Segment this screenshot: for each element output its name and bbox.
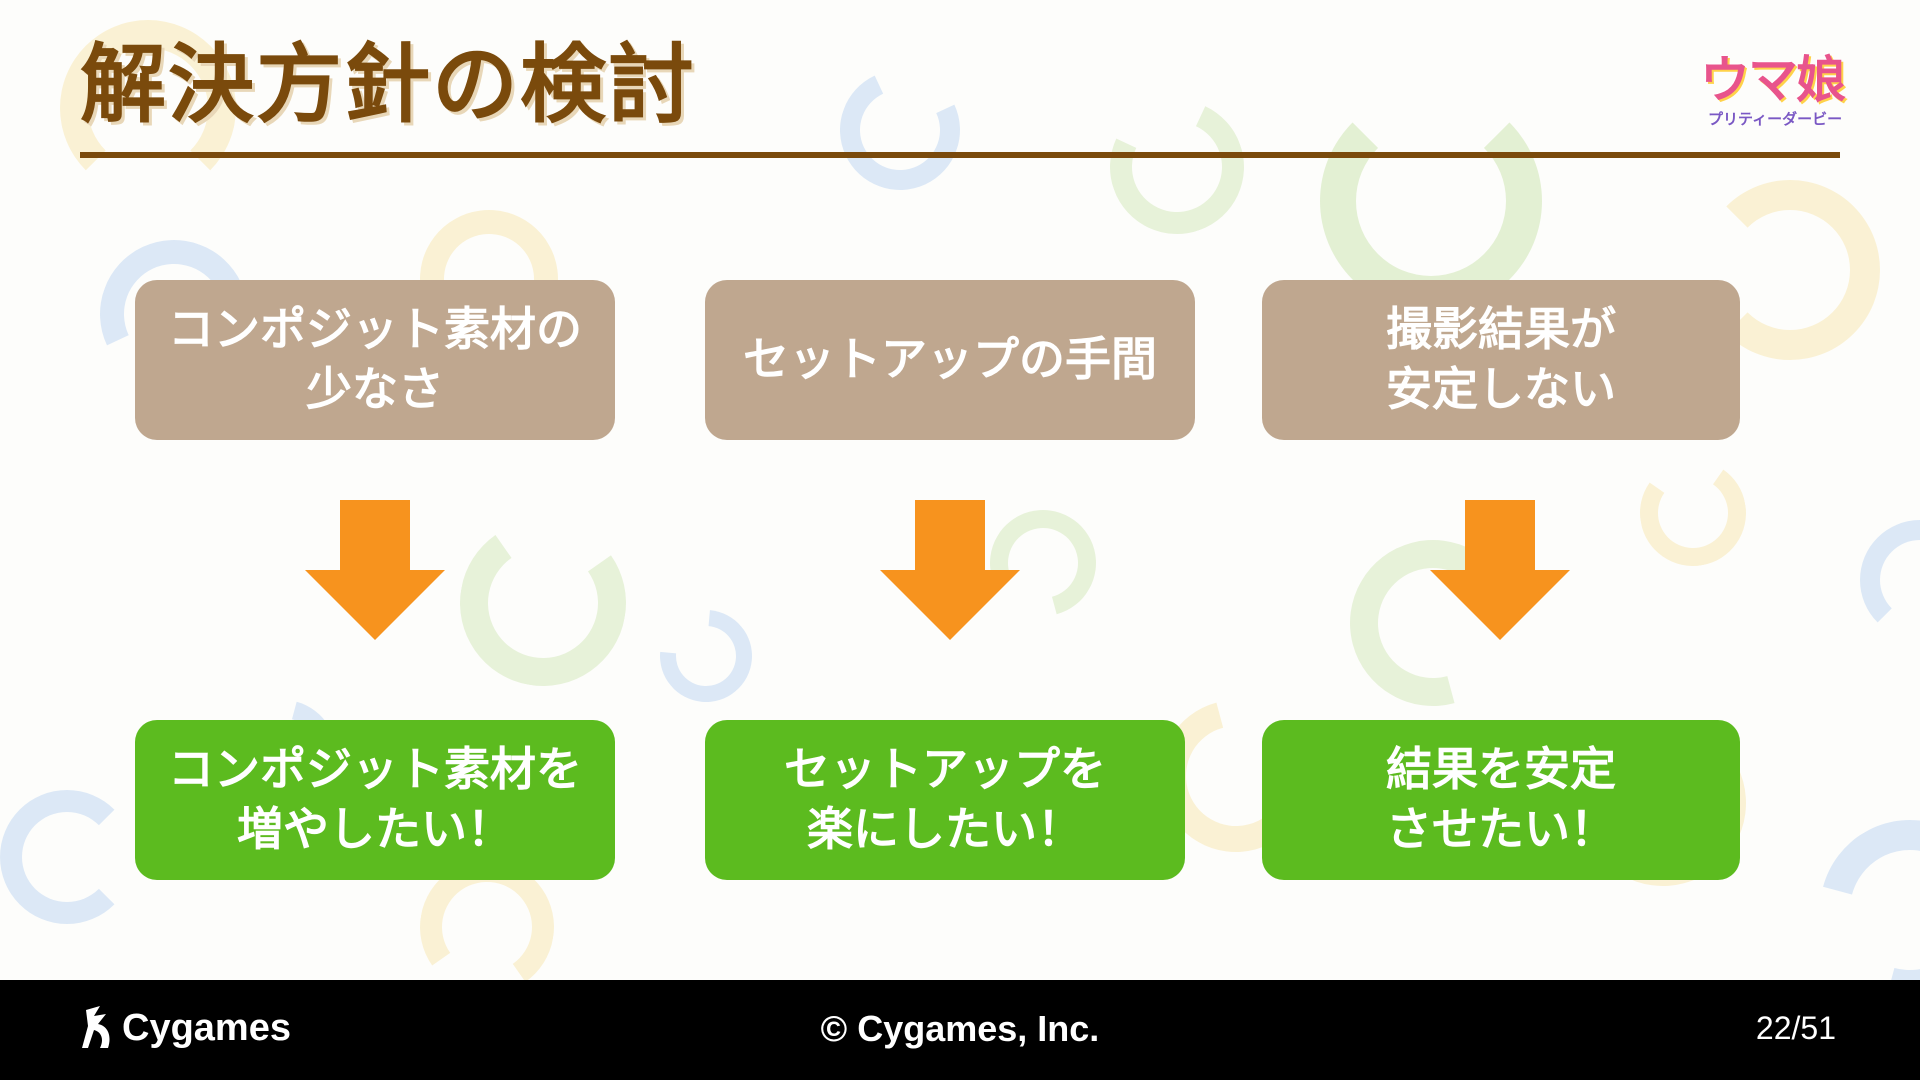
- horseshoe-decoration: [0, 790, 134, 924]
- page-number: 22/51: [1755, 1010, 1836, 1046]
- cygames-logo-icon: [82, 1006, 110, 1048]
- horseshoe-decoration: [641, 591, 771, 721]
- logo-text: ウマ娘: [1700, 51, 1846, 109]
- footer-bar: Cygames © Cygames, Inc. 22/51: [0, 980, 1920, 1080]
- goal-box-composite: コンポジット素材を 増やしたい！: [135, 720, 615, 880]
- logo-subtitle: プリティーダービー: [1708, 110, 1843, 128]
- problem-box-composite: コンポジット素材の 少なさ: [135, 280, 615, 440]
- down-arrow-icon: [1430, 500, 1570, 640]
- umamusume-logo: ウマ娘 プリティーダービー: [1700, 40, 1850, 140]
- horseshoe-decoration: [1320, 90, 1542, 312]
- problem-box-setup: セットアップの手間: [705, 280, 1195, 440]
- horseshoe-decoration: [823, 53, 977, 207]
- problem-box-stability: 撮影結果が 安定しない: [1262, 280, 1740, 440]
- page-title: 解決方針の検討: [80, 35, 696, 135]
- footer-brand: Cygames: [80, 1006, 291, 1050]
- horseshoe-decoration: [1091, 81, 1263, 253]
- horseshoe-decoration: [1860, 520, 1920, 640]
- horseshoe-decoration: [446, 506, 640, 700]
- copyright-text: © Cygames, Inc.: [820, 1008, 1100, 1049]
- brand-name: Cygames: [122, 1006, 291, 1049]
- goal-box-setup: セットアップを 楽にしたい！: [705, 720, 1185, 880]
- title-underline: [80, 152, 1840, 158]
- goal-box-stability: 結果を安定 させたい！: [1262, 720, 1740, 880]
- down-arrow-icon: [880, 500, 1020, 640]
- horseshoe-decoration: [1631, 451, 1755, 575]
- down-arrow-icon: [305, 500, 445, 640]
